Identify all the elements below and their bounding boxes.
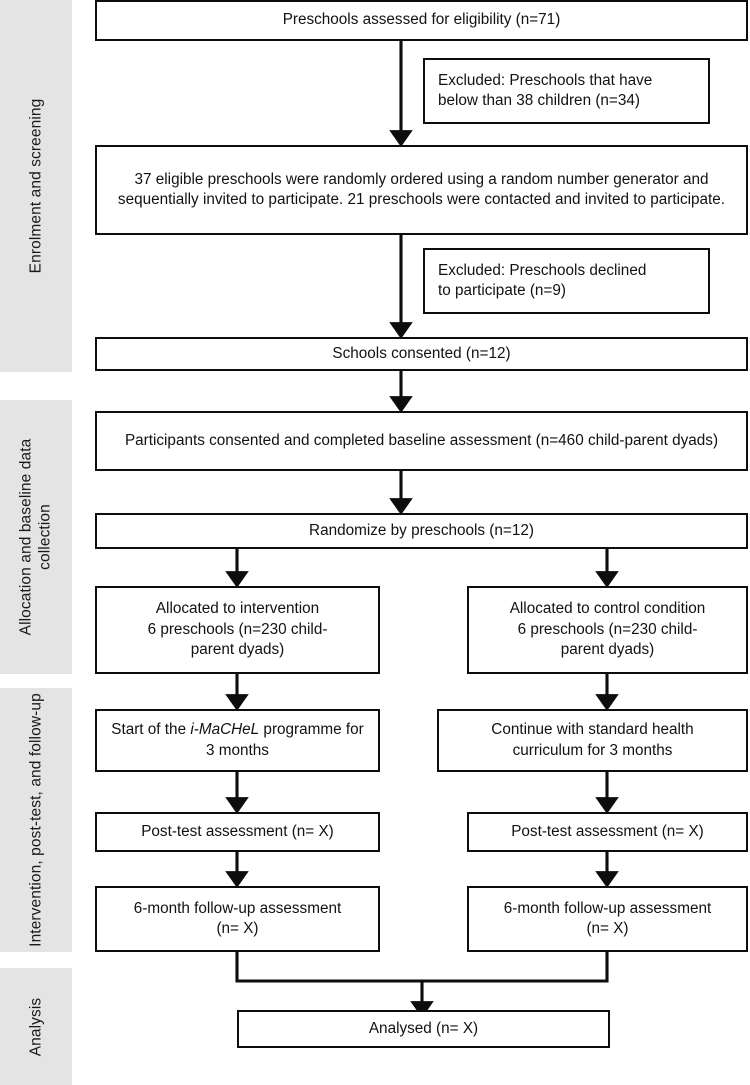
node-excluded-1-line1: Excluded: Preschools that have [438,71,653,89]
node-start-imachel-programme[interactable]: Start of the i-MaCHeL programme for 3 mo… [95,709,380,772]
node-randomize-text: Randomize by preschools (n=12) [309,521,534,539]
node-excluded-below-38-children[interactable]: Excluded: Preschools that have below than… [423,58,710,124]
node-alloc-control-text: Allocated to control condition 6 preschoo… [510,599,706,660]
node-start-programme-text: Start of the i-MaCHeL programme for 3 mo… [107,720,368,761]
node-post-test-assessment-control[interactable]: Post-test assessment (n= X) [467,812,748,852]
node-analysed-text: Analysed (n= X) [368,1019,479,1037]
node-continue-standard-curriculum[interactable]: Continue with standard health curriculum … [437,709,748,772]
node-followup-right-line2: (n= X) [586,920,629,937]
node-eligible-preschools-randomly-ordered[interactable]: 37 eligible preschools were randomly ord… [95,145,748,235]
node-randomize-by-preschools[interactable]: Randomize by preschools (n=12) [95,513,748,549]
node-start-programme-prefix: Start of the [111,721,191,739]
node-assessed-for-eligibility[interactable]: Preschools assessed for eligibility (n=7… [95,0,748,41]
node-excluded-2-line1: Excluded: Preschools declined [438,261,647,279]
node-followup-left-text: 6-month follow-up assessment (n= X) [134,899,341,940]
node-alloc-control-line3: parent dyads) [560,641,655,659]
node-consented-text: Schools consented (n=12) [332,344,511,362]
node-excluded-2-line2: to participate (n=9) [438,282,566,299]
node-followup-right-line1: 6-month follow-up assessment [503,899,712,917]
node-followup-left-line2: (n= X) [216,920,259,937]
node-alloc-intervention-text: Allocated to intervention 6 preschools (n… [148,599,328,660]
node-alloc-control-line1: Allocated to control condition [509,600,706,618]
node-excluded-1-line2: below than 38 children (n=34) [438,92,640,109]
stage-label-intervention: Intervention, post-test, and follow-up [27,693,45,947]
node-excluded-declined[interactable]: Excluded: Preschools declined to particip… [423,248,710,314]
node-alloc-control-line2: 6 preschools (n=230 child- [517,620,698,638]
node-followup-assessment-intervention[interactable]: 6-month follow-up assessment (n= X) [95,886,380,952]
node-participants-baseline-assessment[interactable]: Participants consented and completed bas… [95,411,748,471]
node-alloc-intervention-line1: Allocated to intervention [155,600,320,618]
node-alloc-intervention-line3: parent dyads) [190,641,285,659]
stage-band-allocation: Allocation and baseline data collection [0,400,72,674]
stage-band-enrolment: Enrolment and screening [0,0,72,372]
node-followup-assessment-control[interactable]: 6-month follow-up assessment (n= X) [467,886,748,952]
node-continue-standard-line2: curriculum for 3 months [512,741,673,759]
stage-band-intervention: Intervention, post-test, and follow-up [0,688,72,952]
node-posttest-left-text: Post-test assessment (n= X) [141,822,334,840]
node-continue-standard-line1: Continue with standard health [491,721,694,739]
node-excluded-2-text: Excluded: Preschools declined to particip… [438,261,646,302]
node-allocated-to-intervention[interactable]: Allocated to intervention 6 preschools (n… [95,586,380,674]
node-followup-left-line1: 6-month follow-up assessment [133,899,342,917]
stage-label-enrolment: Enrolment and screening [27,98,45,274]
node-continue-standard-text: Continue with standard health curriculum … [491,720,693,761]
node-baseline-text: Participants consented and completed bas… [124,431,719,449]
merge-connector-followups [235,952,609,983]
stage-label-analysis: Analysis [27,997,45,1056]
node-excluded-1-text: Excluded: Preschools that have below than… [438,71,652,112]
stage-band-analysis: Analysis [0,968,72,1085]
stage-label-allocation: Allocation and baseline data collection [17,438,54,636]
node-assessed-text: Preschools assessed for eligibility (n=7… [282,11,561,29]
node-allocated-to-control[interactable]: Allocated to control condition 6 preschoo… [467,586,748,674]
node-followup-right-text: 6-month follow-up assessment (n= X) [504,899,711,940]
node-schools-consented[interactable]: Schools consented (n=12) [95,337,748,371]
node-eligible-text: 37 eligible preschools were randomly ord… [117,170,726,208]
node-alloc-intervention-line2: 6 preschools (n=230 child- [147,620,328,638]
node-analysed[interactable]: Analysed (n= X) [237,1010,610,1048]
node-start-programme-suffix: programme for 3 months [206,721,364,759]
node-start-programme-emphasis: i-MaCHeL [190,721,260,739]
node-posttest-right-text: Post-test assessment (n= X) [511,822,704,840]
node-post-test-assessment-intervention[interactable]: Post-test assessment (n= X) [95,812,380,852]
